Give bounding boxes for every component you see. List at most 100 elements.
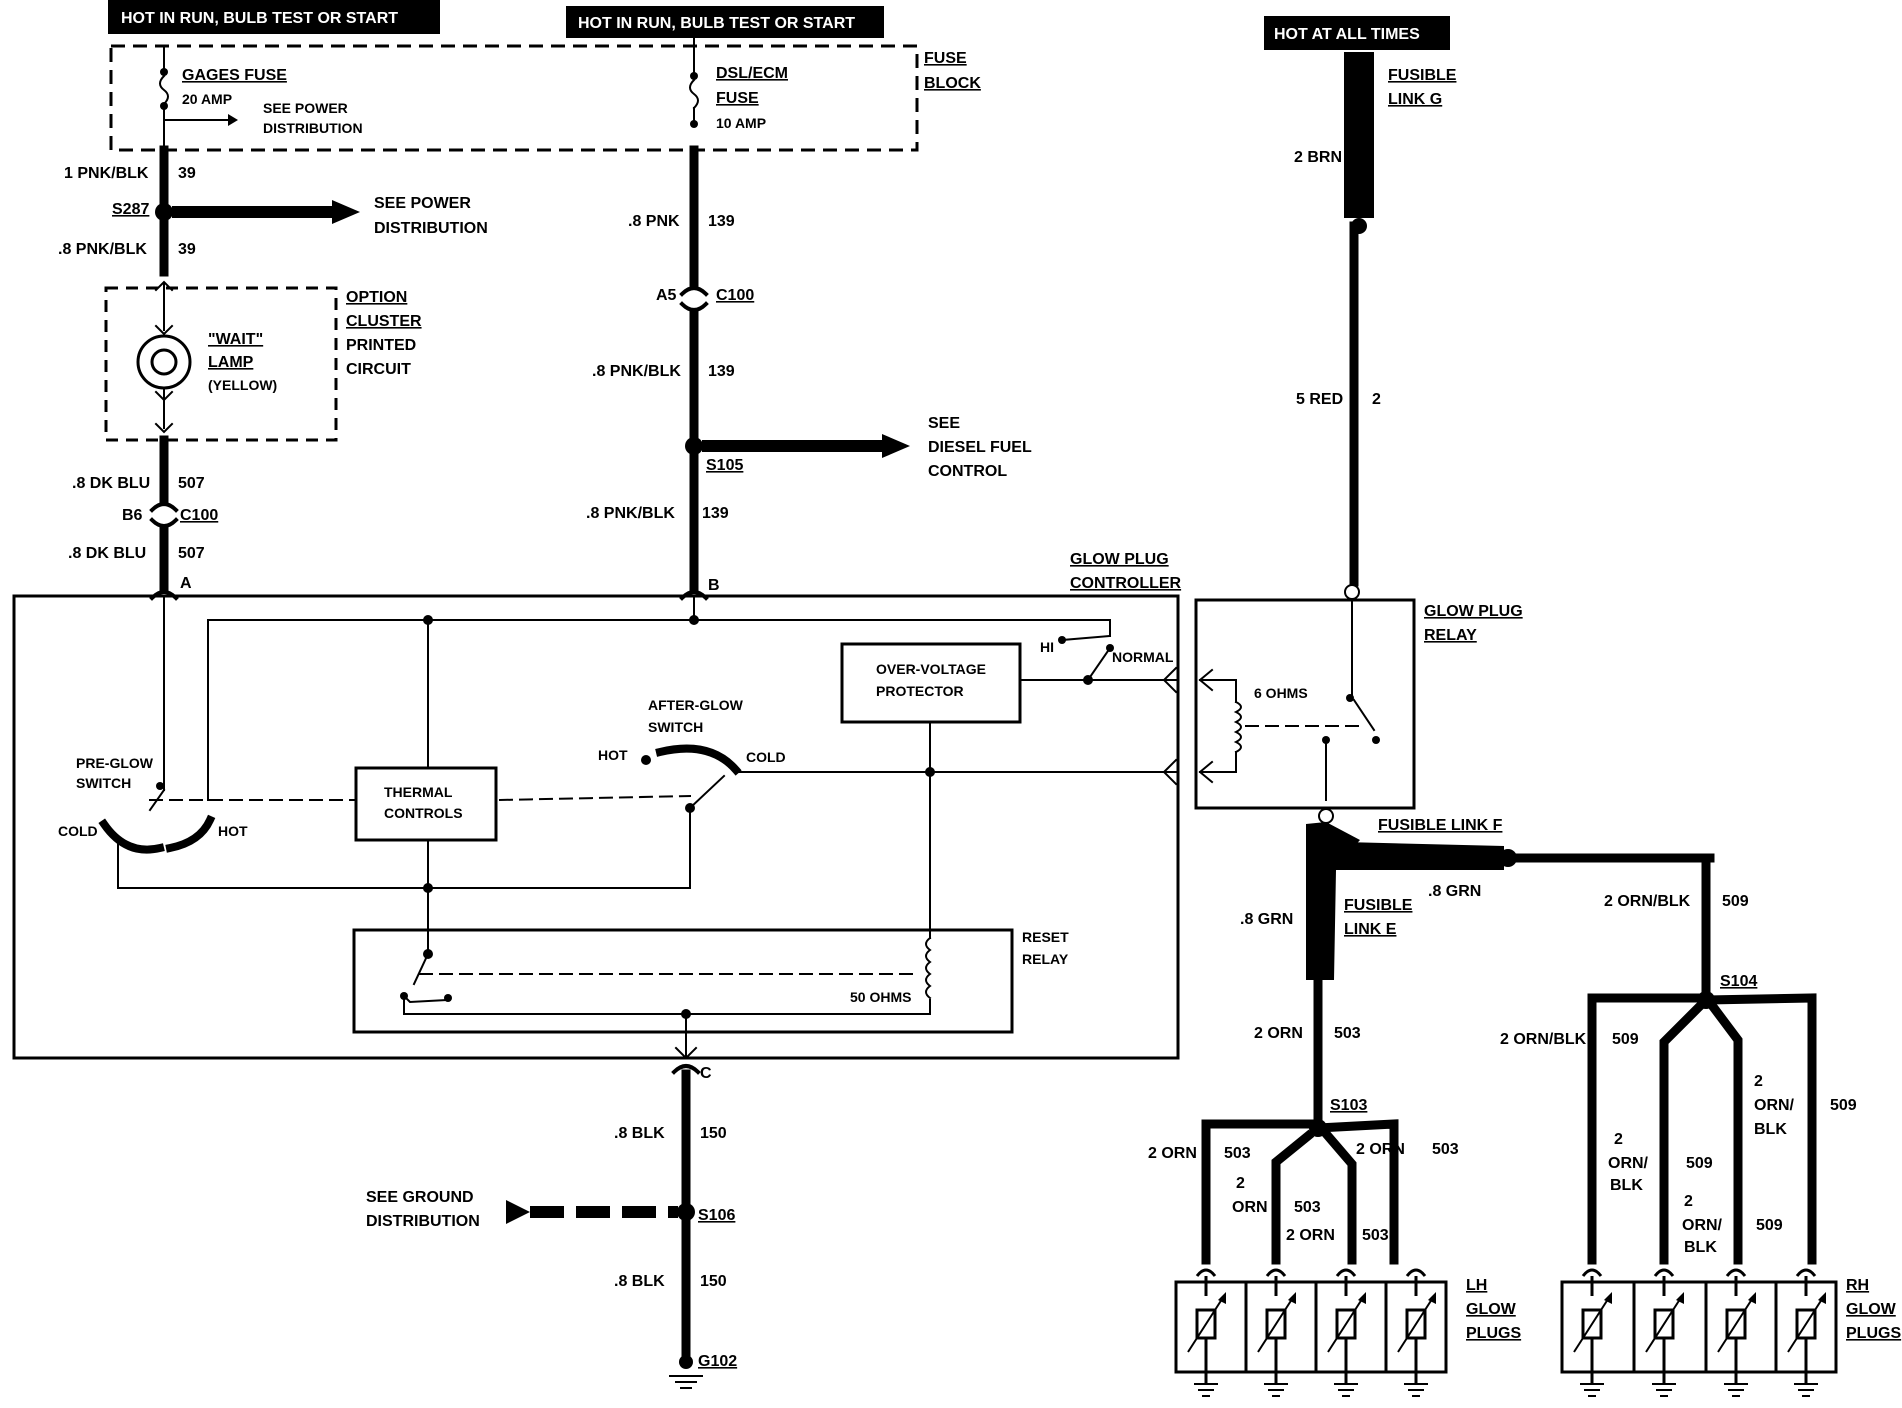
wire-507-gauge-1: .8 DK BLU bbox=[72, 475, 150, 492]
relay-internal bbox=[1198, 599, 1380, 801]
ov-label-2: PROTECTOR bbox=[876, 683, 964, 699]
relay-input-terminal bbox=[1344, 584, 1360, 600]
header-left-text: HOT IN RUN, BULB TEST OR START bbox=[121, 10, 398, 27]
option-label-1: OPTION bbox=[346, 289, 407, 306]
relay-label-2: RELAY bbox=[1424, 627, 1477, 644]
rh-label-1: RH bbox=[1846, 1277, 1869, 1294]
see-power-1: SEE POWER bbox=[374, 195, 471, 212]
see-ground-1: SEE GROUND bbox=[366, 1189, 474, 1206]
controller-internal-wiring bbox=[98, 595, 1178, 1060]
see-diesel-2: DIESEL FUEL bbox=[928, 439, 1032, 456]
grn-left-label: .8 GRN bbox=[1240, 911, 1293, 928]
afterglow-hot: HOT bbox=[598, 747, 628, 763]
wire-507-gauge-2: .8 DK BLU bbox=[68, 545, 146, 562]
lh-glow-plug-4 bbox=[1384, 1268, 1436, 1397]
rh-w3-l2: ORN/ bbox=[1682, 1217, 1723, 1234]
conn-b6: B6 bbox=[122, 507, 143, 524]
rh-w1-gauge: 2 ORN/BLK bbox=[1500, 1031, 1587, 1048]
see-power-arrow bbox=[172, 200, 360, 224]
fusible-link-g bbox=[1344, 52, 1374, 218]
ov-label-1: OVER-VOLTAGE bbox=[876, 661, 986, 677]
wire-507-num-2: 507 bbox=[178, 545, 205, 562]
wire-139-gauge-3: .8 PNK/BLK bbox=[586, 505, 675, 522]
wire-139-num-3: 139 bbox=[702, 505, 729, 522]
brn-label: 2 BRN bbox=[1294, 149, 1342, 166]
glow-plug-relay-box bbox=[1194, 598, 1416, 810]
rh-w4-num: 509 bbox=[1830, 1097, 1857, 1114]
rh-w3-l3: BLK bbox=[1684, 1239, 1717, 1256]
lamp-label-1: "WAIT" bbox=[208, 331, 263, 348]
splice-s106-dot bbox=[677, 1203, 695, 1221]
fusible-e-label-1: FUSIBLE bbox=[1344, 897, 1413, 914]
rh-w2-l1: 2 bbox=[1614, 1131, 1623, 1148]
gages-fuse-label: GAGES FUSE bbox=[182, 67, 287, 84]
dsl-fuse-label-2: FUSE bbox=[716, 90, 759, 107]
rh-w3-l1: 2 bbox=[1684, 1193, 1693, 1210]
lh-w2-gauge-1: 2 bbox=[1236, 1175, 1245, 1192]
lh-label-2: GLOW bbox=[1466, 1301, 1517, 1318]
preglow-label-1: PRE-GLOW bbox=[76, 755, 154, 771]
reset-label-2: RELAY bbox=[1022, 951, 1069, 967]
wire-139-gauge-2: .8 PNK/BLK bbox=[592, 363, 681, 380]
red-gauge: 5 RED bbox=[1296, 391, 1343, 408]
see-diesel-arrow bbox=[702, 434, 910, 458]
rh-w3-num: 509 bbox=[1756, 1217, 1783, 1234]
preglow-cold: COLD bbox=[58, 823, 98, 839]
hi-label: HI bbox=[1040, 639, 1054, 655]
wire-507-num-1: 507 bbox=[178, 475, 205, 492]
fusible-g-label-2: LINK G bbox=[1388, 91, 1442, 108]
lamp-label-3: (YELLOW) bbox=[208, 377, 277, 393]
reset-ohms: 50 OHMS bbox=[850, 989, 911, 1005]
lamp-label-2: LAMP bbox=[208, 354, 254, 371]
header-right-text: HOT AT ALL TIMES bbox=[1274, 26, 1420, 43]
option-label-2: CLUSTER bbox=[346, 313, 422, 330]
reset-label-1: RESET bbox=[1022, 929, 1069, 945]
fusible-e-label-2: LINK E bbox=[1344, 921, 1397, 938]
splice-s105-dot bbox=[685, 437, 703, 455]
lh-label-3: PLUGS bbox=[1466, 1325, 1521, 1342]
header-center-text: HOT IN RUN, BULB TEST OR START bbox=[578, 15, 855, 32]
rh-w2-l3: BLK bbox=[1610, 1177, 1643, 1194]
gages-fuse-amp: 20 AMP bbox=[182, 91, 232, 107]
see-ground-arrow bbox=[506, 1200, 678, 1224]
wire-39-gauge-1: 1 PNK/BLK bbox=[64, 165, 149, 182]
splice-s103: S103 bbox=[1330, 1097, 1367, 1114]
fuse-block-outline bbox=[109, 44, 919, 152]
rh-plug-block bbox=[1560, 1280, 1838, 1374]
wire-39-gauge-2: .8 PNK/BLK bbox=[58, 241, 147, 258]
wire-139-num-2: 139 bbox=[708, 363, 735, 380]
rh-glow-plug-4 bbox=[1774, 1268, 1826, 1397]
wire-139-gauge-1: .8 PNK bbox=[628, 213, 680, 230]
over-voltage-protector-box bbox=[840, 642, 1022, 724]
dsl-ecm-fuse bbox=[689, 37, 699, 128]
red-num: 2 bbox=[1372, 391, 1381, 408]
lh-w3-gauge: 2 ORN bbox=[1286, 1227, 1335, 1244]
rh-w2-l2: ORN/ bbox=[1608, 1155, 1649, 1172]
wire-139-num-1: 139 bbox=[708, 213, 735, 230]
dsl-fuse-label-1: DSL/ECM bbox=[716, 65, 788, 82]
afterglow-cold: COLD bbox=[746, 749, 786, 765]
fuse-block-label-1: FUSE bbox=[924, 50, 967, 67]
splice-s106: S106 bbox=[698, 1207, 735, 1224]
lh-w4-gauge: 2 ORN bbox=[1356, 1141, 1405, 1158]
wire-39-num-2: 39 bbox=[178, 241, 196, 258]
ground-g102: G102 bbox=[698, 1353, 737, 1370]
lh-label-1: LH bbox=[1466, 1277, 1487, 1294]
see-power-2: DISTRIBUTION bbox=[374, 220, 488, 237]
wire-150-gauge-2: .8 BLK bbox=[614, 1273, 665, 1290]
rh-w1-num: 509 bbox=[1612, 1031, 1639, 1048]
header-right: HOT AT ALL TIMES bbox=[1264, 16, 1450, 50]
rh-w4-l1: 2 bbox=[1754, 1073, 1763, 1090]
preglow-hot: HOT bbox=[218, 823, 248, 839]
rh-w4-l3: BLK bbox=[1754, 1121, 1787, 1138]
rh-label-2: GLOW bbox=[1846, 1301, 1897, 1318]
option-label-3: PRINTED bbox=[346, 337, 416, 354]
thermal-controls-box bbox=[354, 766, 498, 842]
splice-s287: S287 bbox=[112, 201, 149, 218]
thermal-label-1: THERMAL bbox=[384, 784, 453, 800]
rh-w4-l2: ORN/ bbox=[1754, 1097, 1795, 1114]
grn-right-label: .8 GRN bbox=[1428, 883, 1481, 900]
gages-fuse bbox=[159, 45, 238, 151]
rh-glow-plug-1 bbox=[1573, 1268, 1612, 1397]
